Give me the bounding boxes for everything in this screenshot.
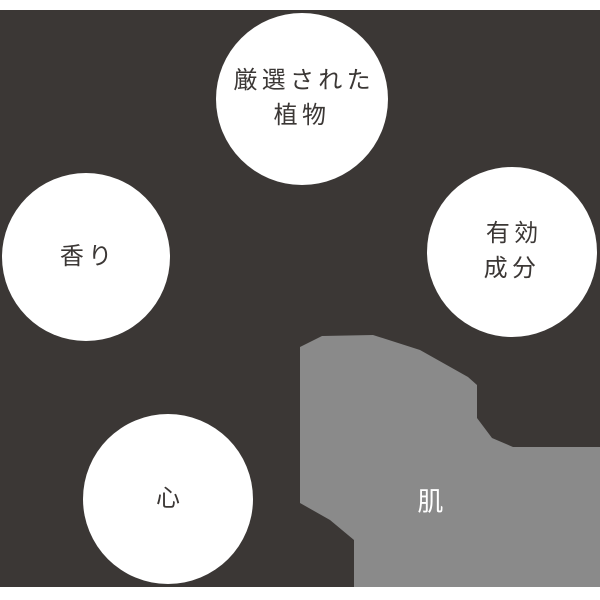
node-active-ingredients: 有効 成分 [427,167,597,337]
node-skin-label: 肌 [417,486,445,517]
skin-polygon [300,335,600,587]
node-selected-plants: 厳選された 植物 [216,13,388,185]
node-fragrance: 香り [2,173,170,341]
node-mind: 心 [83,414,253,584]
